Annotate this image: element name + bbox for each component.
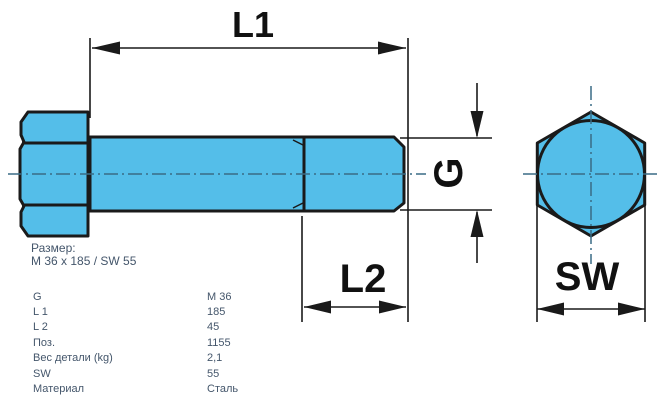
extension-lines (89, 38, 646, 322)
table-row: Поз. 1155 (33, 335, 333, 350)
spec-value: 185 (207, 306, 226, 319)
spec-value: 1155 (207, 336, 231, 349)
spec-label: L 2 (33, 321, 48, 334)
bolt-head (18, 110, 90, 238)
sw-arrow-right (618, 302, 645, 316)
table-row: Вес детали (kg) 2,1 (33, 351, 333, 366)
spec-value: 2,1 (207, 352, 223, 365)
spec-value: 55 (207, 367, 220, 380)
spec-value: 45 (207, 321, 220, 334)
size-header-title: Размер: (31, 241, 76, 255)
spec-label: Материал (33, 383, 84, 396)
spec-label: SW (33, 367, 51, 380)
bolt-shaft (88, 135, 306, 213)
g-arrow-top (470, 111, 484, 138)
spec-value: Сталь (207, 383, 239, 396)
dim-label-g: G (427, 157, 471, 189)
spec-table: G M 36 L 1 185 L 2 45 Поз. 1155 Вес дета… (33, 289, 333, 397)
dim-label-l2: L2 (339, 257, 387, 301)
spec-label: Поз. (33, 336, 55, 349)
spec-label: Вес детали (kg) (33, 352, 113, 365)
table-row: G M 36 (33, 289, 333, 304)
thread-runout-top (292, 139, 304, 146)
table-row: Материал Сталь (33, 381, 333, 396)
spec-label: L 1 (33, 306, 48, 319)
table-row: L 2 45 (33, 320, 333, 335)
dim-label-l1: L1 (231, 4, 274, 45)
dimension-arrows (92, 41, 645, 316)
size-header-value: M 36 x 185 / SW 55 (31, 254, 137, 268)
bolt-side-view (18, 110, 406, 238)
size-header: Размер: M 36 x 185 / SW 55 (31, 242, 136, 268)
dim-label-sw: SW (554, 255, 620, 299)
thread-runout-bottom (292, 202, 304, 209)
spec-value: M 36 (207, 290, 232, 303)
table-row: L 1 185 (33, 304, 333, 319)
spec-label: G (33, 290, 42, 303)
table-row: SW 55 (33, 366, 333, 381)
l2-arrow-left (304, 300, 331, 314)
g-arrow-bottom (470, 210, 484, 237)
l1-arrow-left (92, 41, 120, 55)
centerlines (8, 86, 659, 264)
l2-arrow-right (379, 300, 406, 314)
sw-arrow-left (537, 302, 564, 316)
l1-arrow-right (378, 41, 406, 55)
